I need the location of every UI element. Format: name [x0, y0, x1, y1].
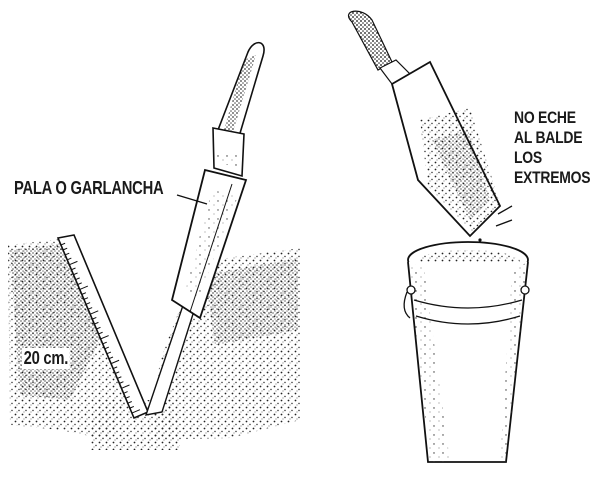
- warning-line-3: LOS: [514, 148, 590, 168]
- depth-label: 20 cm.: [22, 348, 70, 369]
- warning-line-4: EXTREMOS: [514, 168, 590, 188]
- soil-v-cut: [8, 238, 300, 450]
- tool-label: PALA O GARLANCHA: [14, 178, 163, 199]
- scoop: [349, 11, 500, 253]
- warning-line-1: NO ECHE: [514, 108, 590, 128]
- warning-pointer: [496, 206, 512, 226]
- warning-label: NO ECHE AL BALDE LOS EXTREMOS: [514, 108, 603, 188]
- bucket: [404, 242, 529, 462]
- warning-line-2: AL BALDE: [514, 128, 590, 148]
